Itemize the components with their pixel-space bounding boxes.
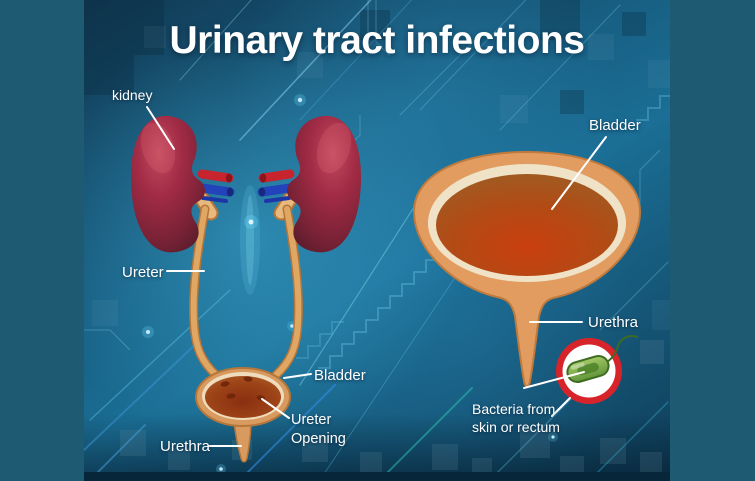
magnifier-circle [556,335,638,404]
kidney-illustration [130,115,235,380]
urinary-system-illustration [130,115,361,463]
bladder-left-pointer [283,373,312,379]
illustration-background [84,0,670,481]
bottom-strip [84,472,670,481]
page-title: Urinary tract infections [169,19,585,62]
label-bacteria-source: Bacteria from skin or rectum [472,401,560,436]
bacteria-entry-pointer [523,371,585,389]
label-ureter-opening: Ureter Opening [291,412,346,447]
background-decoration [84,0,670,481]
pointer-lines [146,106,607,447]
bacteria-label-pointer [551,397,571,417]
bladder-closeup-illustration [412,150,642,404]
bladder-right-pointer [551,136,607,210]
kidney-pointer [146,106,175,150]
ureter-opening-pointer [261,398,290,419]
ureter-openings [220,376,266,401]
flagellum [606,335,638,363]
urethra-tube [233,420,252,463]
label-bladder-left: Bladder [314,367,366,384]
label-urethra-left: Urethra [160,438,211,455]
label-ureter: Ureter [122,264,164,281]
label-urethra-right: Urethra [588,314,639,331]
illustration-artwork [84,0,670,481]
label-bladder-right: Bladder [589,117,641,134]
glow-dots [142,94,558,474]
bladder-illustration [195,367,291,463]
label-kidney: kidney [112,87,153,103]
